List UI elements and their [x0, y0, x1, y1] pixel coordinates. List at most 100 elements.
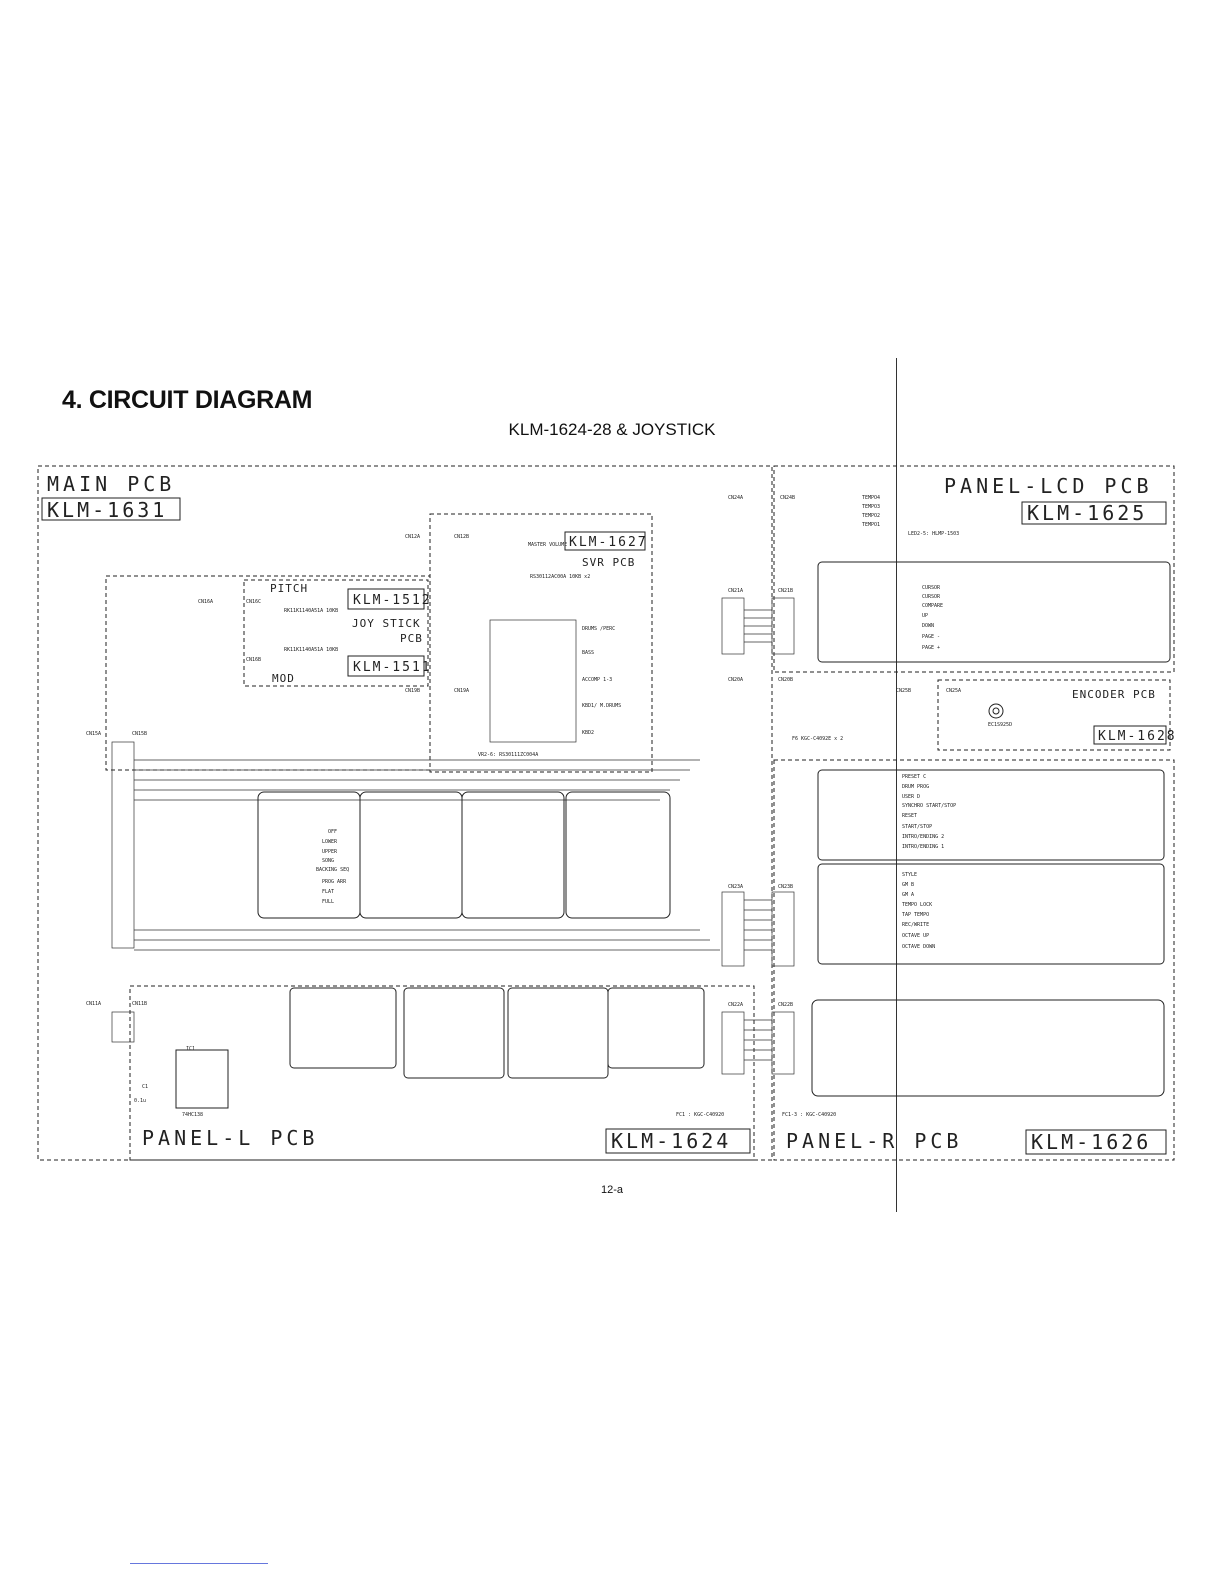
- encoder-symbol-inner: [992, 707, 1000, 715]
- svr-pcb-frame: [429, 513, 653, 773]
- cn21-wires: [744, 609, 772, 643]
- encoder-pcb-model: KLM-1628: [1098, 729, 1177, 744]
- panel-r-sw-gm-b: GM B: [902, 882, 914, 888]
- panel-r-led-matrix: [811, 999, 1165, 1097]
- pitch-title: PITCH: [270, 582, 308, 595]
- cn16b-label: CN16B: [246, 657, 261, 663]
- panel-r-sw-intro-2: INTRO/ENDING 2: [902, 834, 944, 840]
- svr-part: RS30112AC00A 10KB x2: [530, 574, 590, 580]
- panel-r-pcb: PANEL-R PCB KLM-1626 FC1-3 : KGC-C40920 …: [728, 759, 1175, 1161]
- center-connectors: [721, 597, 795, 1075]
- panel-r-sw-synchro: SYNCHRO START/STOP: [902, 803, 956, 809]
- panel-r-switch-matrix-2: [817, 863, 1165, 965]
- panel-l-sw-full: FULL: [322, 899, 334, 905]
- ic1-label: IC1: [186, 1046, 195, 1052]
- cn23a-label: CN23A: [728, 884, 743, 890]
- panel-l-switch-group-2: [359, 791, 463, 919]
- cn21b-block: [771, 597, 795, 655]
- panel-lcd-model-box: [1021, 501, 1167, 525]
- mod-title: MOD: [272, 672, 295, 685]
- panel-l-switch-group-1: [257, 791, 361, 919]
- panel-l-switch-group-3: [461, 791, 565, 919]
- panel-r-sw-octave-up: OCTAVE UP: [902, 933, 929, 939]
- cn24b-label: CN24B: [780, 495, 795, 501]
- panel-r-sw-user-d: USER D: [902, 794, 920, 800]
- encoder-pcb: ENCODER PCB KLM-1628 EC1S925D CN25A CN25…: [896, 679, 1177, 751]
- panel-r-pcb-frame: [773, 759, 1175, 1161]
- mod-model-box: [347, 655, 425, 677]
- pitch-model-box: [347, 588, 425, 610]
- ic1-chip: [175, 1049, 229, 1109]
- svr-pot-kbd1: KBD1/ M.DRUMS: [582, 703, 621, 709]
- cn12b-label: CN12B: [454, 534, 469, 540]
- panel-lcd-pcb: PANEL-LCD PCB KLM-1625 CN24A CN24B CN21A…: [728, 465, 1175, 742]
- cn15b-label: CN15B: [132, 731, 147, 737]
- cn11b-label: CN11B: [132, 1001, 147, 1007]
- tempo-led-1: TEMPO1: [862, 522, 880, 528]
- lcd-sw-compare: COMPARE: [922, 603, 943, 609]
- panel-r-model-box: [1025, 1129, 1167, 1155]
- panel-r-sw-drum-prog: DRUM PROG: [902, 784, 929, 790]
- joystick-subtitle: PCB: [400, 632, 423, 645]
- panel-l-switch-group-4: [565, 791, 671, 919]
- cn19a-label: CN19A: [454, 688, 469, 694]
- lcd-sw-up: UP: [922, 613, 928, 619]
- panel-l-pcb-model: KLM-1624: [611, 1129, 731, 1153]
- cn12a-label: CN12A: [405, 534, 420, 540]
- panel-r-sw-tempo-lock: TEMPO LOCK: [902, 902, 932, 908]
- svr-pot-drums: DRUMS /PERC: [582, 626, 615, 632]
- panel-r-sw-reset: RESET: [902, 813, 917, 819]
- tempo-led-3: TEMPO3: [862, 504, 880, 510]
- cn21b-label: CN21B: [778, 588, 793, 594]
- panel-l-sw-song: SONG: [322, 858, 334, 864]
- main-bus: [111, 741, 720, 1043]
- cn25a-label: CN25A: [946, 688, 961, 694]
- panel-l-sw-off: OFF: [328, 829, 337, 835]
- cn19b-label: CN19B: [405, 688, 420, 694]
- cn20a-label: CN20A: [728, 677, 743, 683]
- svr-model-box: [564, 531, 646, 551]
- tempo-led-2: TEMPO2: [862, 513, 880, 519]
- panel-l-led-group-2: [403, 987, 505, 1079]
- panel-lcd-pcb-title: PANEL-LCD PCB: [944, 474, 1153, 498]
- main-pcb-model-box: [41, 497, 181, 521]
- cn22-wires: [744, 1019, 772, 1061]
- tempo-led-part: LED2-5: HLMP-1503: [908, 531, 959, 537]
- pitch-model: KLM-1512: [353, 593, 432, 608]
- cn22b-block: [771, 1011, 795, 1075]
- panel-l-sw-flat: FLAT: [322, 889, 334, 895]
- bus-lines-low: [134, 929, 720, 951]
- panel-r-sw-start-stop: START/STOP: [902, 824, 932, 830]
- svr-pot-accomp: ACCOMP 1-3: [582, 677, 612, 683]
- c1-label: C1: [142, 1084, 148, 1090]
- footnote-rule: [130, 1563, 268, 1564]
- panel-l-sw-upper: UPPER: [322, 849, 338, 855]
- panel-lcd-pcb-model: KLM-1625: [1027, 501, 1147, 525]
- panel-l-ferrite: FC1 : KGC-C40920: [676, 1112, 724, 1118]
- c1-value: 0.1u: [134, 1098, 146, 1104]
- panel-l-sw-prog: PROG ARR: [322, 879, 347, 885]
- bus-lines: [134, 759, 700, 801]
- panel-l-sw-backing: BACKING SEQ: [316, 867, 349, 873]
- panel-r-sw-style: STYLE: [902, 872, 917, 878]
- cn11-connector: [111, 1011, 135, 1043]
- cn25b-label: CN25B: [896, 688, 911, 694]
- panel-l-led-group-4: [607, 987, 705, 1069]
- cn22a-block: [721, 1011, 745, 1075]
- encoder-part: EC1S925D: [988, 722, 1012, 728]
- panel-r-pcb-title: PANEL-R PCB: [786, 1129, 962, 1153]
- cn23b-block: [771, 891, 795, 967]
- joystick-pcb-frame: [243, 579, 429, 687]
- svr-pot-master-volume: MASTER VOLUME: [528, 542, 567, 548]
- main-pcb: MAIN PCB KLM-1631: [37, 465, 773, 1161]
- lcd-sw-page-plus: PAGE +: [922, 645, 940, 651]
- fold-line: [896, 358, 897, 1212]
- main-pcb-title: MAIN PCB: [47, 472, 175, 496]
- page-title: 4. CIRCUIT DIAGRAM: [62, 386, 313, 414]
- encoder-pcb-frame: [937, 679, 1171, 751]
- panel-r-sw-octave-down: OCTAVE DOWN: [902, 944, 935, 950]
- svr-pot-kbd2: KBD2: [582, 730, 594, 736]
- cn15-connector: [111, 741, 135, 949]
- svr-pcb: KLM-1627 SVR PCB MASTER VOLUME DRUMS /PE…: [405, 513, 653, 773]
